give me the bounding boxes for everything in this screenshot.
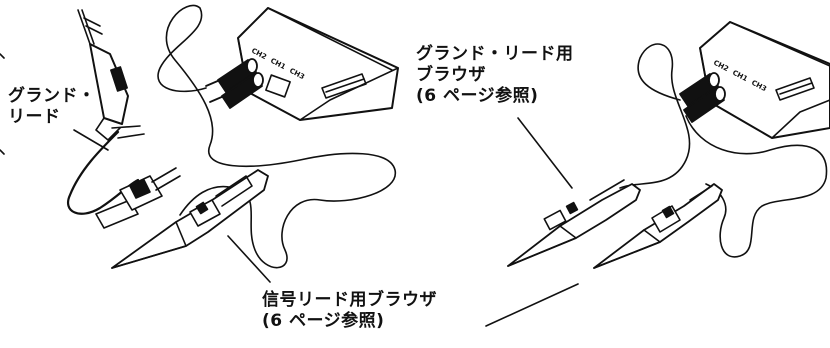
crop-marks	[0, 54, 4, 154]
ground-lead-probe-right	[508, 180, 640, 266]
signal-probe-right	[594, 184, 722, 268]
probe-cable-right-a	[620, 44, 690, 188]
ground-lead-pointer	[74, 130, 108, 150]
probe-cable-right-b	[686, 116, 827, 257]
signal-lead-probe-label-line-2: (6 ページ参照)	[262, 311, 385, 331]
ground-tip-assembly	[96, 168, 180, 228]
instrument-body-left: CH2 CH1 CH3	[238, 8, 398, 120]
ground-lead-label-line-1: グランド・	[8, 86, 96, 106]
signal-lead-probe-label-line-1: 信号リード用ブラウザ	[262, 290, 437, 310]
ground-lead-probe-label-line-1: グランド・リード用	[416, 44, 574, 64]
ground-lead-probe-label: グランド・リード用 ブラウザ (6 ページ参照)	[416, 44, 574, 107]
ground-lead-label: グランド・ リード	[8, 86, 96, 128]
probe-connectors-right	[680, 73, 725, 122]
signal-probe-pointer-left	[228, 236, 270, 282]
signal-probe-pointer-right	[486, 284, 578, 326]
instrument-body-right: CH2 CH1 CH3	[700, 22, 830, 138]
ground-lead-probe-label-line-3: (6 ページ参照)	[416, 86, 539, 106]
probe-cable-left	[158, 6, 395, 268]
signal-probe-left	[112, 170, 268, 268]
ground-lead-probe-label-line-2: ブラウザ	[416, 65, 486, 85]
ground-probe-pointer	[518, 118, 572, 188]
ground-lead-clip	[78, 10, 144, 140]
probe-connectors-left	[206, 59, 263, 108]
ground-lead-label-line-2: リード	[8, 107, 61, 127]
signal-lead-probe-label: 信号リード用ブラウザ (6 ページ参照)	[262, 290, 437, 332]
